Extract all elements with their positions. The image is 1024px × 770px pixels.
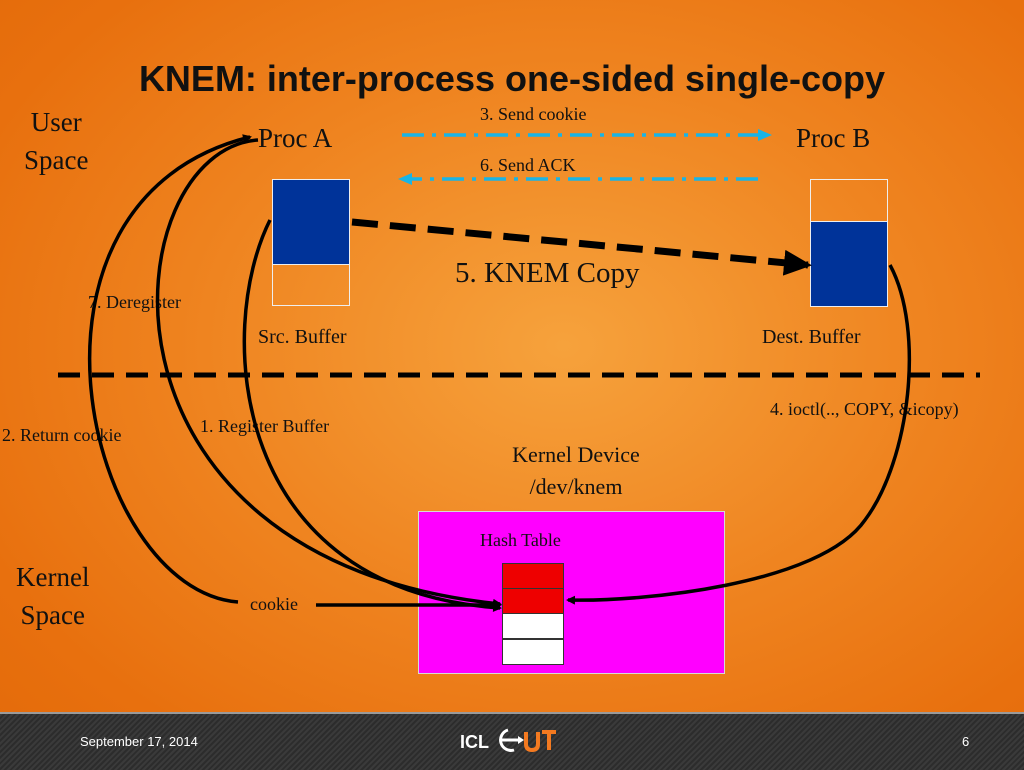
src-buffer-empty <box>272 264 350 306</box>
kernel-device-box <box>418 511 725 674</box>
footer-date: September 17, 2014 <box>80 734 198 749</box>
step-deregister: 7. Deregister <box>88 292 181 312</box>
step-register-buffer: 1. Register Buffer <box>200 416 330 436</box>
icl-ut-logo: ICL <box>460 728 556 753</box>
src-buffer-label: Src. Buffer <box>258 326 347 348</box>
kernel-device-label: Kernel Device /dev/knem <box>512 442 640 499</box>
step-return-cookie: 2. Return cookie <box>2 425 122 445</box>
hash-table-label: Hash Table <box>480 530 561 550</box>
svg-text:ICL: ICL <box>460 732 489 752</box>
src-buffer-filled <box>272 179 350 265</box>
dest-buffer-empty <box>810 179 888 222</box>
hash-entry-free <box>502 639 564 665</box>
proc-a-label: Proc A <box>258 123 333 153</box>
user-space-label: User Space <box>24 107 89 175</box>
hash-entry-used <box>502 588 564 614</box>
step-ioctl: 4. ioctl(.., COPY, &icopy) <box>770 399 959 419</box>
return-cookie-arrow <box>87 134 252 604</box>
page-number: 6 <box>962 734 970 749</box>
hash-entry-used <box>502 563 564 589</box>
proc-b-label: Proc B <box>796 123 871 153</box>
dest-buffer-filled <box>810 221 888 307</box>
step-knem-copy: 5. KNEM Copy <box>455 257 640 289</box>
dest-buffer-label: Dest. Buffer <box>762 326 861 348</box>
step-send-ack: 6. Send ACK <box>480 155 576 175</box>
slide-title: KNEM: inter-process one-sided single-cop… <box>138 58 886 99</box>
hash-entry-free <box>502 613 564 639</box>
kernel-space-label: Kernel Space <box>16 562 90 630</box>
step-send-cookie: 3. Send cookie <box>480 104 587 124</box>
cookie-label: cookie <box>250 594 298 614</box>
